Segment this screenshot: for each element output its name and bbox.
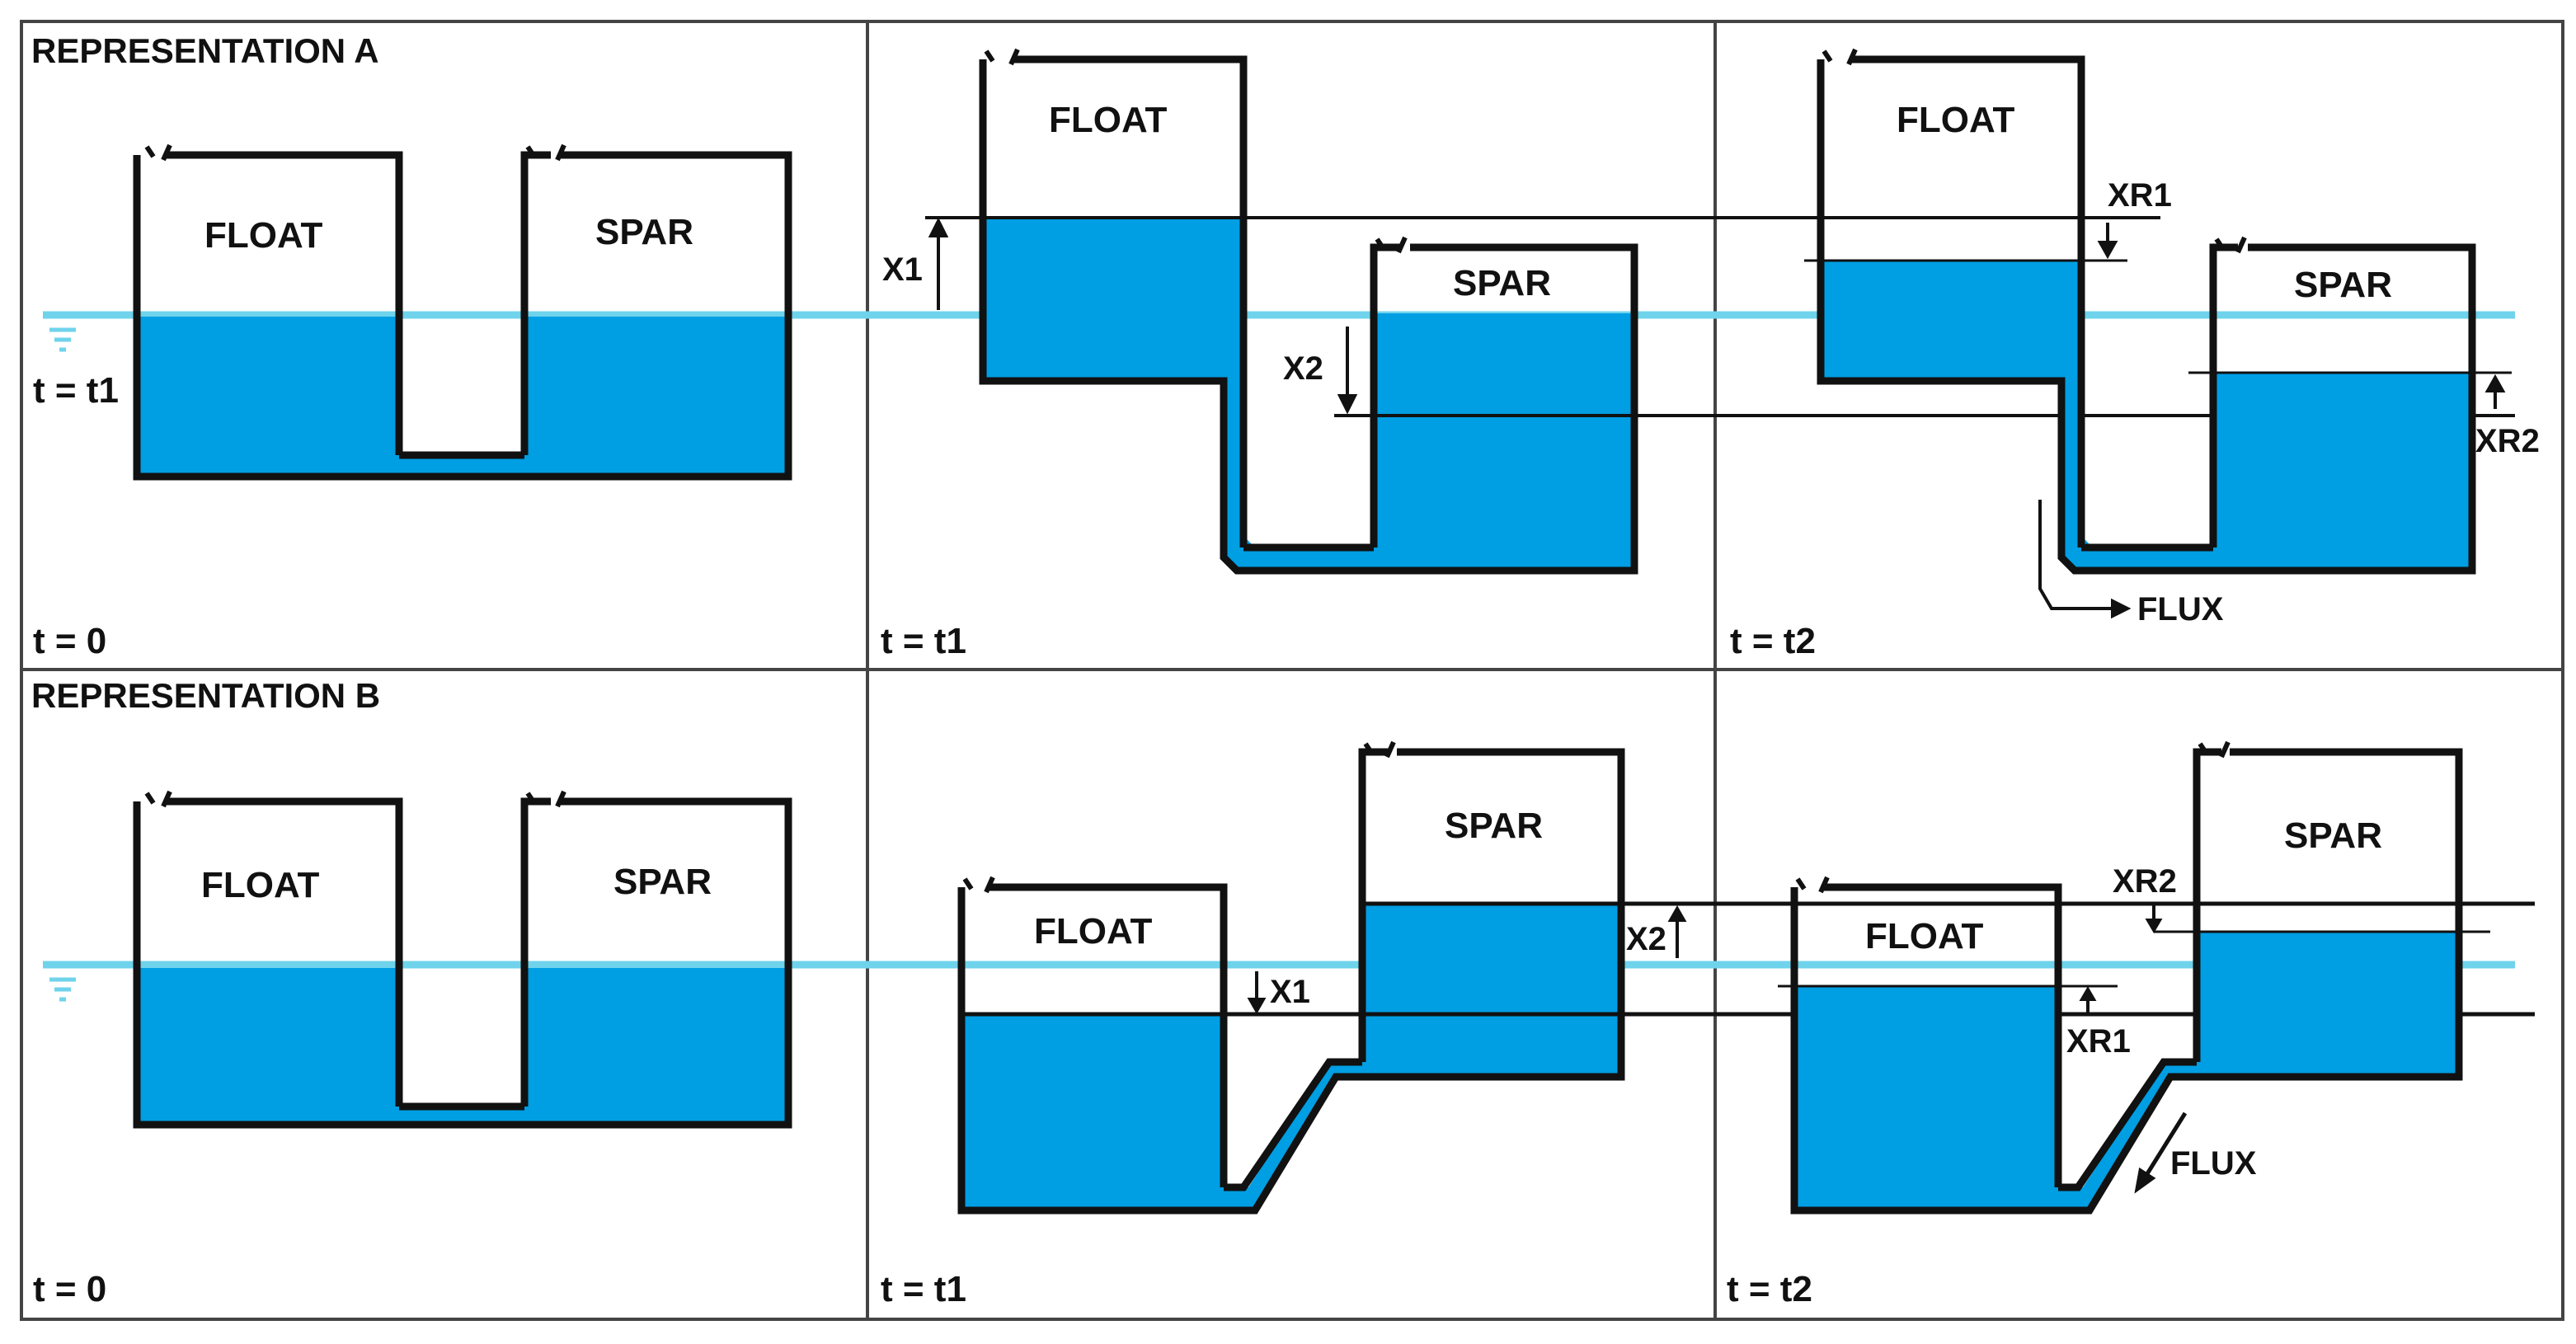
valve-icon <box>1375 236 1408 254</box>
flux-label: FLUX <box>2170 1145 2257 1182</box>
panel-a-t0: FLOAT SPAR t = t1 t = 0 <box>33 143 792 661</box>
valve-icon <box>962 876 995 894</box>
x1-arrow <box>928 217 949 310</box>
valve-icon <box>1795 876 1830 894</box>
xr1-arrow <box>2079 986 2097 1013</box>
flux-arrow <box>2038 500 2132 619</box>
valve-icon <box>2214 236 2247 254</box>
float-hull <box>979 55 1638 575</box>
flux-label: FLUX <box>2137 591 2224 627</box>
time-label: t = t2 <box>1730 621 1816 661</box>
connector-water <box>2061 381 2213 571</box>
float-water <box>1821 261 2081 381</box>
float-label: FLOAT <box>1865 916 1983 956</box>
heading-representation-a: REPRESENTATION A <box>31 31 379 70</box>
float-water <box>983 218 1243 381</box>
x2-label: X2 <box>1626 921 1666 957</box>
float-label: FLOAT <box>204 215 322 256</box>
level-label: t = t1 <box>33 370 119 411</box>
xr2-label: XR2 <box>2475 423 2540 459</box>
float-spar-hull <box>133 151 792 481</box>
float-water <box>961 1014 1224 1210</box>
time-label: t = t1 <box>881 1269 966 1309</box>
float-hull <box>957 748 1625 1215</box>
spar-label: SPAR <box>1453 263 1551 303</box>
valve-icon <box>525 143 566 162</box>
x1-arrow <box>1247 971 1267 1015</box>
spar-label: SPAR <box>595 212 693 252</box>
valve-icon <box>1822 48 1858 66</box>
float-spar-hull <box>133 797 792 1129</box>
xr2-arrow <box>2484 374 2506 409</box>
spar-water <box>2197 932 2459 1077</box>
x2-arrow <box>1667 905 1687 958</box>
x2-label: X2 <box>1283 350 1323 387</box>
spar-water <box>2213 373 2472 571</box>
float-label: FLOAT <box>1897 100 2014 140</box>
float-water <box>1794 986 2058 1210</box>
panel-b-t1: X1 X2 FLOAT SPAR t = t1 <box>881 740 2535 1309</box>
x1-label: X1 <box>882 251 923 288</box>
valve-icon <box>984 48 1020 66</box>
spar-label: SPAR <box>613 862 712 902</box>
valve-icon <box>1363 740 1396 759</box>
float-label: FLOAT <box>1049 100 1167 140</box>
valve-icon <box>144 143 172 162</box>
time-label: t = t2 <box>1727 1269 1812 1309</box>
panel-grid <box>20 20 2564 1321</box>
valve-icon <box>2198 740 2230 759</box>
panel-b-t0: FLOAT SPAR t = 0 <box>33 790 792 1309</box>
spar-water <box>1362 904 1621 1077</box>
panel-a-t1: X1 X2 FLOAT SPAR t = t1 <box>881 48 2515 661</box>
xr1-label: XR1 <box>2066 1023 2131 1060</box>
connector-water <box>2058 1062 2197 1210</box>
time-label: t = 0 <box>33 1269 106 1309</box>
float-hull <box>1817 55 2476 575</box>
xr2-arrow <box>2145 905 2163 933</box>
heading-representation-b: REPRESENTATION B <box>31 676 380 715</box>
time-label: t = 0 <box>33 621 106 661</box>
spar-label: SPAR <box>1445 806 1543 846</box>
connector-water <box>1224 1062 1362 1210</box>
connector-water <box>1224 381 1374 571</box>
x1-label: X1 <box>1270 974 1310 1010</box>
valve-icon <box>144 790 172 808</box>
water-fill <box>137 317 788 477</box>
water-level-symbol <box>49 327 76 352</box>
water-fill <box>137 968 788 1125</box>
spar-label: SPAR <box>2294 265 2392 305</box>
flux-arrow <box>2134 1111 2188 1194</box>
float-hull <box>1790 748 2463 1215</box>
spar-label: SPAR <box>2284 815 2382 856</box>
spar-water <box>1374 313 1634 571</box>
time-label: t = t1 <box>881 621 966 661</box>
xr1-label: XR1 <box>2108 177 2172 214</box>
xr2-label: XR2 <box>2113 863 2177 900</box>
float-label: FLOAT <box>1034 911 1152 952</box>
xr1-arrow <box>2097 223 2118 260</box>
panel-b-t2: XR1 XR2 FLUX FLOAT SPAR t = t2 <box>1727 740 2490 1309</box>
valve-icon <box>525 790 566 808</box>
x2-arrow <box>1337 327 1358 415</box>
panel-a-t2: XR1 XR2 FLUX FLOAT SPAR t = t2 <box>1730 48 2540 661</box>
water-level-symbol <box>49 977 76 1002</box>
float-label: FLOAT <box>201 865 319 905</box>
